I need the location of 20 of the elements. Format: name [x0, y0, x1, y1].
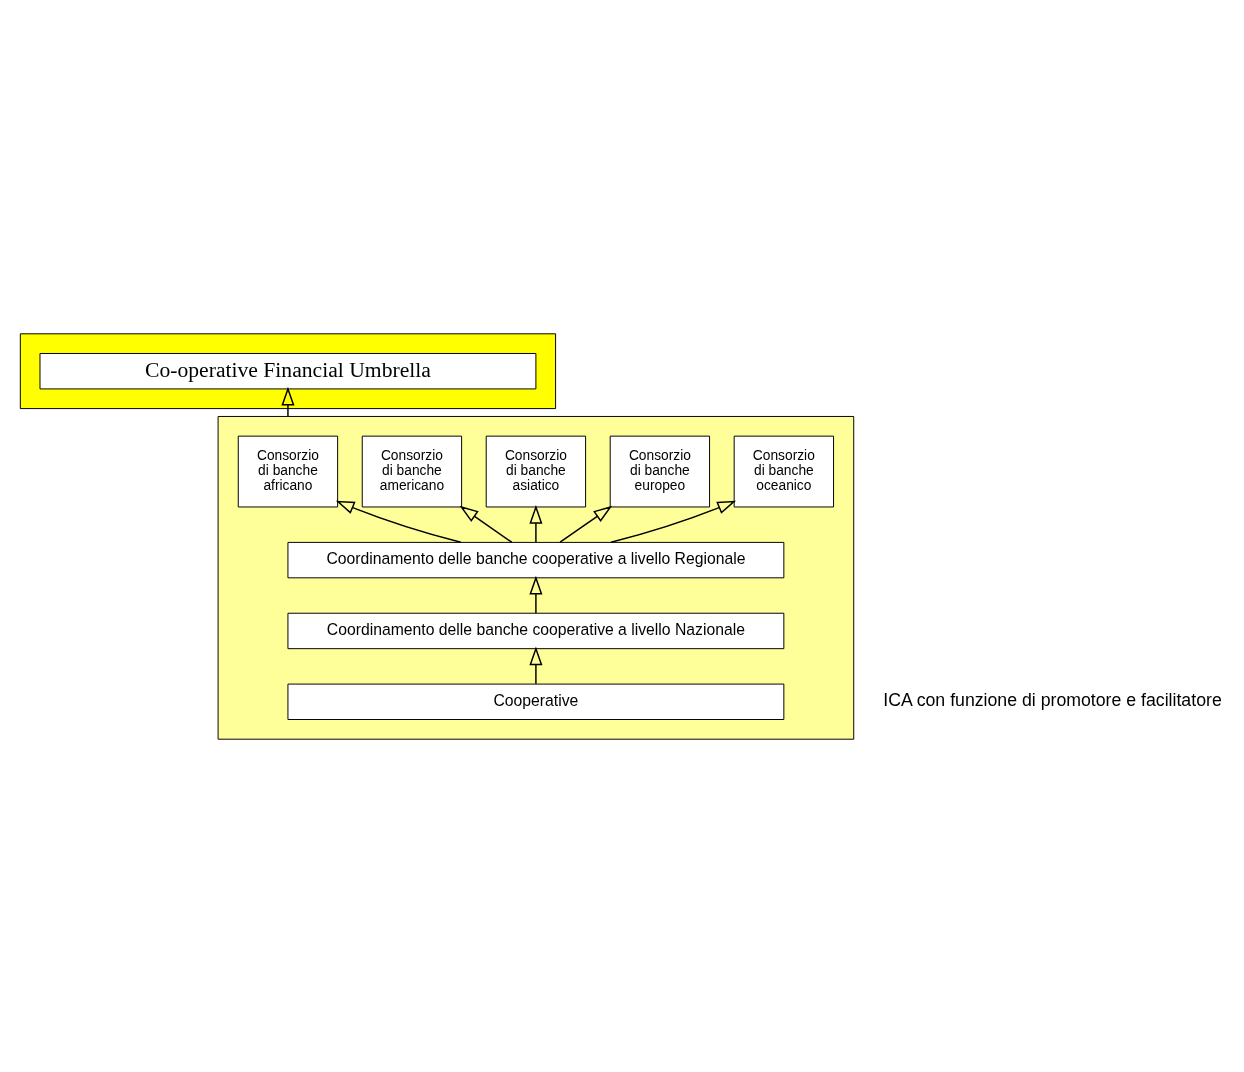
node-box: Co-operative Financial Umbrella: [39, 352, 537, 389]
cluster: [19, 332, 557, 409]
cluster: [217, 415, 855, 740]
node-box: Consorzio di banche oceanico: [733, 435, 835, 507]
arrow: [335, 500, 462, 543]
label: ICA con funzione di promotore e facilitatore: [883, 689, 1222, 710]
node-box: Consorzio di banche europeo: [609, 435, 711, 507]
node-box: Consorzio di banche americano: [361, 435, 463, 507]
arrow: [529, 575, 543, 614]
node-box: Consorzio di banche asiatico: [485, 435, 587, 507]
arrow: [529, 646, 543, 685]
node-box: Consorzio di banche africano: [237, 435, 339, 507]
arrow: [459, 505, 513, 543]
arrow: [559, 505, 613, 543]
arrow: [529, 504, 543, 543]
node-box: Coordinamento delle banche cooperative a livello Nazionale: [287, 612, 785, 649]
node-box: Coordinamento delle banche cooperative a livello Regionale: [287, 541, 785, 578]
arrow: [281, 386, 295, 417]
node-box: Cooperative: [287, 683, 785, 720]
arrow: [610, 500, 736, 543]
